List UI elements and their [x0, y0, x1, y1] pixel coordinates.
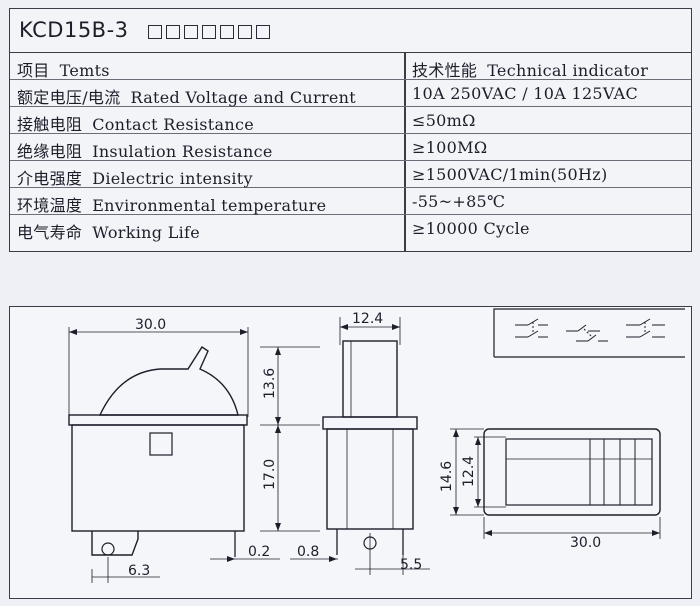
dim-height-upper: 13.6 — [262, 368, 278, 399]
dim-height-lower: 17.0 — [262, 459, 278, 490]
dim-top-height-outer: 14.6 — [439, 461, 455, 492]
row-label-zh: 介电强度 — [17, 169, 83, 188]
header-left-en: Temts — [59, 61, 110, 80]
dim-width-top: 30.0 — [135, 317, 166, 333]
switch-symbol-icon — [515, 318, 548, 338]
row-label-zh: 环境温度 — [17, 196, 83, 215]
dim-side-width: 12.4 — [352, 311, 383, 327]
row-label-en: Contact Resistance — [92, 115, 254, 134]
row-label-zh: 接触电阻 — [17, 115, 83, 134]
title-row: KCD15B-3 — [10, 9, 691, 53]
dim-side-gap: 0.8 — [297, 544, 319, 560]
front-view: 30.0 13.6 17.0 6.3 0.2 — [68, 317, 320, 583]
row-label-en: Dielectric intensity — [92, 169, 253, 188]
row-label-en: Insulation Resistance — [92, 142, 273, 161]
dim-side-pitch: 5.5 — [400, 557, 422, 573]
column-divider — [404, 53, 406, 251]
dim-top-height-inner: 12.4 — [461, 456, 477, 487]
dim-terminal-thickness: 0.2 — [248, 544, 270, 560]
header-right-zh: 技术性能 — [412, 61, 478, 80]
row-value: ≤50mΩ — [412, 111, 476, 130]
row-label-en: Environmental temperature — [92, 196, 327, 215]
dim-top-width: 30.0 — [570, 535, 601, 551]
table-row: 电气寿命 Working Life ≥10000 Cycle — [10, 215, 691, 242]
row-value: ≥1500VAC/1min(50Hz) — [412, 165, 608, 184]
row-value: ≥10000 Cycle — [412, 219, 530, 238]
table-header-row: 项目 Temts 技术性能 Technical indicator — [10, 53, 691, 80]
table-row: 接触电阻 Contact Resistance ≤50mΩ — [10, 107, 691, 134]
drawing-canvas: 30.0 13.6 17.0 6.3 0.2 — [68, 308, 685, 583]
table-row: 额定电压/电流 Rated Voltage and Current 10A 250… — [10, 80, 691, 107]
placeholder-boxes — [147, 19, 274, 43]
row-label-zh: 额定电压/电流 — [17, 88, 121, 107]
dimension-drawing: 30.0 13.6 17.0 6.3 0.2 — [9, 306, 692, 599]
table-row: 环境温度 Environmental temperature -55~+85℃ — [10, 188, 691, 215]
spec-table: KCD15B-3 项目 Temts 技术性能 Technical indicator… — [9, 8, 692, 252]
top-view: 14.6 12.4 30.0 — [439, 428, 661, 551]
product-title: KCD15B-3 — [19, 18, 274, 43]
row-label-en: Working Life — [92, 223, 201, 242]
dim-terminal-offset: 6.3 — [128, 563, 150, 579]
row-label-zh: 电气寿命 — [17, 223, 83, 242]
side-view: 12.4 0.8 5.5 — [290, 311, 430, 575]
row-value: ≥100MΩ — [412, 138, 488, 157]
header-right-en: Technical indicator — [487, 61, 649, 80]
row-value: -55~+85℃ — [412, 192, 506, 211]
switch-symbol-icon — [566, 324, 608, 342]
row-label-en: Rated Voltage and Current — [130, 88, 356, 107]
circuit-symbols — [493, 308, 685, 358]
header-left-zh: 项目 — [17, 61, 50, 80]
table-row: 绝缘电阻 Insulation Resistance ≥100MΩ — [10, 134, 691, 161]
switch-symbol-icon — [626, 318, 665, 338]
model-number: KCD15B-3 — [19, 18, 129, 42]
row-label-zh: 绝缘电阻 — [17, 142, 83, 161]
row-value: 10A 250VAC / 10A 125VAC — [412, 84, 639, 103]
table-row: 介电强度 Dielectric intensity ≥1500VAC/1min(5… — [10, 161, 691, 188]
